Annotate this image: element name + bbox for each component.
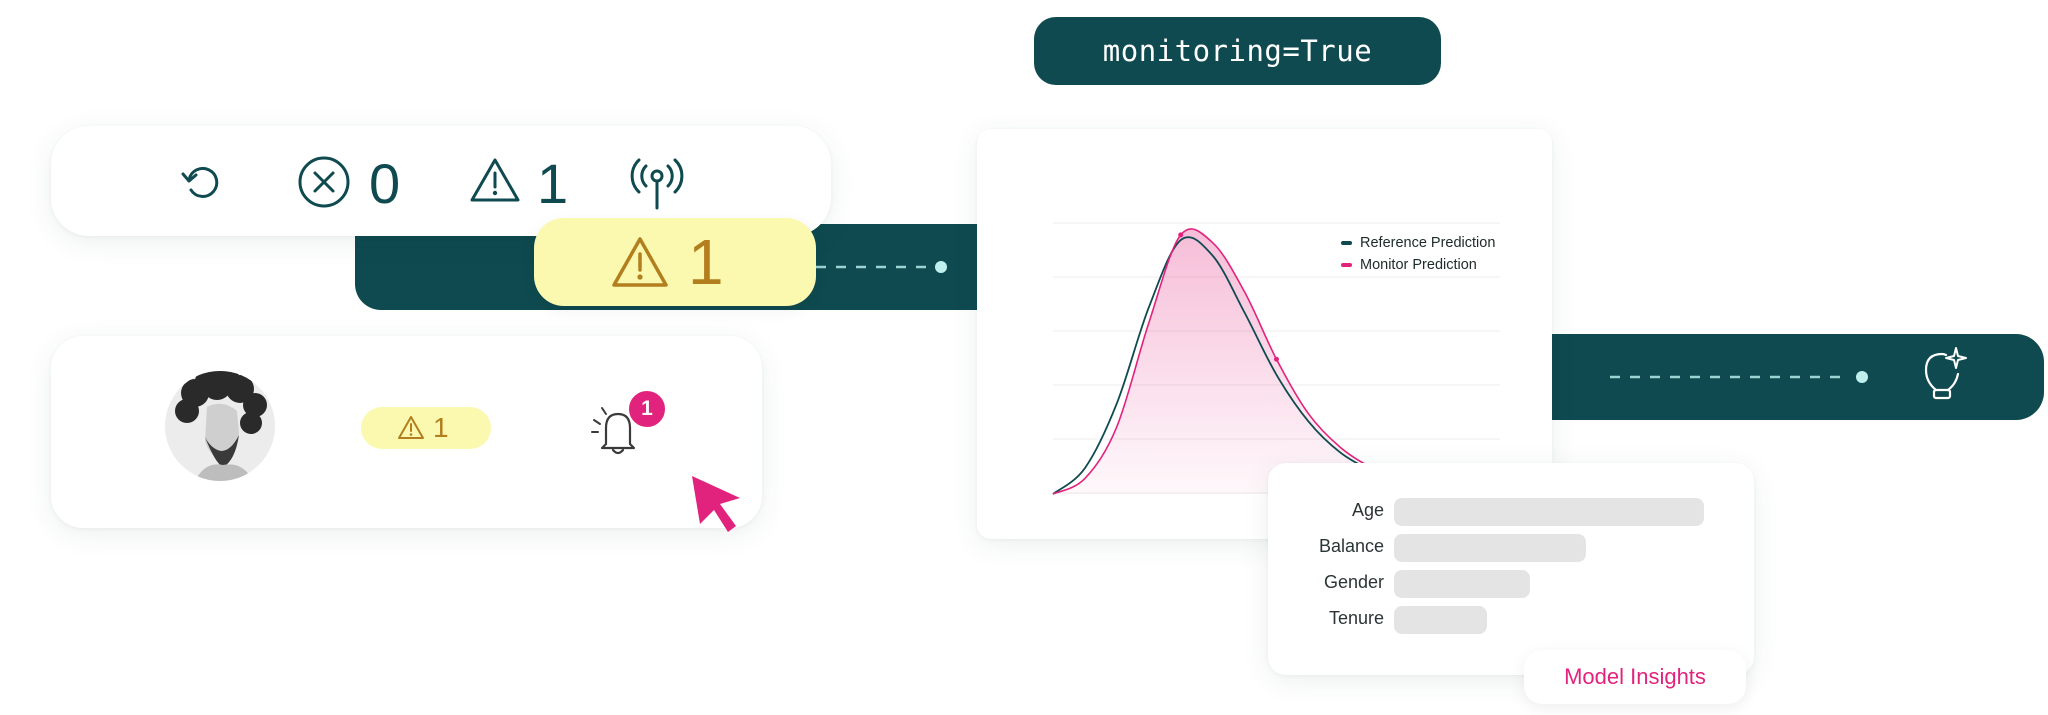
legend-item-reference: Reference Prediction	[1341, 235, 1495, 251]
feature-bar	[1394, 534, 1586, 562]
legend-label: Reference Prediction	[1360, 235, 1496, 251]
antenna-icon[interactable]	[629, 156, 685, 212]
warning-icon	[397, 415, 425, 440]
warning-count: 1	[537, 152, 569, 215]
legend-swatch	[1341, 241, 1352, 245]
feature-label: Age	[1351, 500, 1384, 520]
connector-dot	[935, 261, 947, 273]
notification-badge: 1	[627, 389, 667, 429]
error-icon[interactable]	[297, 155, 351, 209]
data-point	[1274, 356, 1279, 362]
feature-label: Tenure	[1328, 608, 1384, 628]
insights-bulb-icon[interactable]	[1916, 344, 1968, 404]
feature-bar	[1394, 606, 1487, 634]
refresh-icon[interactable]	[177, 158, 225, 206]
connector-dot	[1856, 371, 1868, 383]
feature-importance-card: Age Balance Gender Tenure	[1268, 463, 1754, 675]
feature-label-col: Age Balance Gender Tenure	[1268, 463, 1384, 675]
feature-label: Balance	[1318, 536, 1384, 556]
data-point	[1178, 232, 1184, 238]
tab-model-insights[interactable]: Model Insights	[1524, 650, 1746, 704]
connector-bar-right	[1548, 334, 2044, 420]
warning-icon	[610, 235, 670, 289]
alert-pill[interactable]: 1	[534, 218, 816, 306]
dashed-connector	[816, 261, 947, 273]
status-card: 0 1	[51, 126, 831, 236]
error-count: 0	[369, 152, 401, 215]
cursor-icon	[690, 474, 744, 538]
feature-label: Gender	[1323, 572, 1384, 592]
legend-swatch	[1341, 263, 1352, 267]
avatar[interactable]	[165, 371, 275, 481]
code-pill: monitoring=True	[1034, 17, 1441, 85]
feature-bar	[1394, 498, 1704, 526]
warning-chip-count: 1	[433, 412, 449, 443]
legend-label: Monitor Prediction	[1360, 257, 1477, 273]
alert-count: 1	[688, 226, 724, 298]
legend-item-monitor: Monitor Prediction	[1341, 257, 1477, 273]
feature-bar	[1394, 570, 1530, 598]
bell-icon[interactable]	[588, 400, 648, 460]
dashed-connector	[1610, 371, 1868, 383]
warning-chip[interactable]: 1	[361, 407, 491, 449]
warning-icon[interactable]	[469, 156, 521, 204]
